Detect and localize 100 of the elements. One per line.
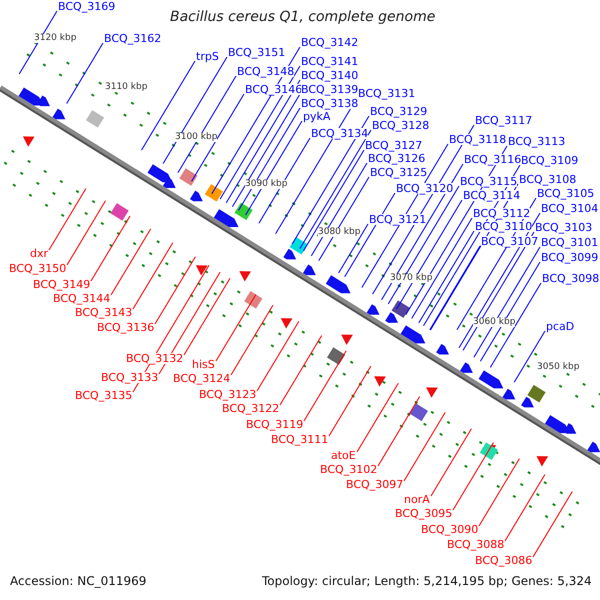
leader-line [344, 192, 396, 278]
gene-label: BCQ_3169 [58, 1, 116, 12]
gene-label: BCQ_3126 [368, 153, 426, 164]
gene-label: BCQ_3162 [104, 33, 162, 44]
gene-label: pykA [303, 111, 330, 122]
map-title: Bacillus cereus Q1, complete genome [170, 10, 436, 24]
gene-label: dxr [30, 248, 48, 259]
leader-line [232, 94, 300, 208]
gene-label: BCQ_3131 [358, 88, 416, 99]
gene-label: BCQ_3142 [301, 37, 358, 48]
leader-line [162, 56, 228, 164]
gene-label: BCQ_3146 [245, 84, 302, 95]
gene-label: BCQ_3151 [228, 47, 286, 58]
gene-label: hisS [192, 359, 215, 370]
leader-line [184, 278, 230, 356]
leader-line [388, 186, 460, 304]
gene-label: BCQ_3110 [475, 221, 532, 232]
leader-line [226, 80, 300, 204]
leader-line [48, 188, 86, 250]
gene-label: BCQ_3086 [475, 555, 532, 566]
leader-line [220, 66, 300, 200]
gene-label: BCQ_3124 [173, 373, 230, 384]
gene-label: BCQ_3129 [370, 106, 428, 117]
gene-label: BCQ_3101 [541, 237, 598, 248]
gene-label: atoE [331, 450, 356, 461]
gene-label: BCQ_3143 [75, 307, 132, 318]
scale-tick-label: 3070 kbp [390, 274, 432, 283]
leader-line [504, 474, 546, 542]
leader-line [478, 458, 520, 526]
gene-label: BCQ_3099 [541, 252, 598, 263]
gene-label: BCQ_3117 [475, 115, 532, 126]
leader-line [411, 218, 472, 319]
leader-line [404, 412, 446, 482]
scale-tick-label: 3090 kbp [245, 180, 288, 189]
gene-label: BCQ_3135 [75, 390, 132, 401]
gene-label: BCQ_3111 [271, 434, 328, 445]
gene-label: BCQ_3132 [126, 353, 184, 364]
scale-tick-label: 3120 kbp [34, 34, 76, 43]
leader-line [302, 150, 364, 252]
leader-line [216, 294, 256, 362]
leader-line [66, 42, 104, 104]
leader-line [452, 442, 494, 510]
leader-line [230, 304, 274, 376]
gene-label: norA [404, 494, 430, 505]
gene-label: BCQ_3134 [311, 128, 368, 139]
gene-label: BCQ_3120 [396, 183, 454, 194]
gene-label: BCQ_3139 [301, 84, 358, 95]
gene-label: BCQ_3122 [222, 403, 280, 414]
gene-label: BCQ_3116 [464, 154, 522, 165]
scale-tick-label: 3060 kbp [473, 318, 516, 327]
leader-line [177, 76, 236, 174]
gene-label: BCQ_3104 [541, 203, 598, 214]
leader-line [418, 230, 474, 324]
gene-label: BCQ_3119 [246, 419, 304, 430]
gene-label: pcaD [546, 321, 574, 332]
gene-label: BCQ_3115 [460, 176, 518, 187]
gene-label: trpS [196, 51, 219, 62]
gene-label: BCQ_3136 [97, 322, 154, 333]
leader-line [141, 60, 196, 151]
leader-line [191, 94, 244, 182]
leader-line [299, 130, 372, 250]
gene-label: BCQ_3123 [199, 389, 256, 400]
gene-label: BCQ_3118 [449, 134, 506, 145]
leader-line [381, 164, 464, 300]
gene-label: BCQ_3105 [537, 188, 594, 199]
leader-line [292, 116, 370, 244]
leader-line [132, 242, 174, 310]
leader-line [318, 176, 370, 262]
leader-line [310, 162, 368, 256]
leader-line [110, 228, 152, 296]
leader-line [458, 212, 540, 348]
leader-line [532, 491, 573, 558]
gene-label: BCQ_3095 [395, 508, 452, 519]
leader-line [490, 282, 542, 368]
gene-label: BCQ_3144 [53, 293, 110, 304]
leader-line [304, 350, 347, 422]
gene-label: BCQ_3102 [320, 464, 378, 475]
gene-label: BCQ_3114 [463, 190, 520, 201]
leader-line [258, 138, 310, 224]
gene-label: BCQ_3088 [447, 539, 504, 550]
leader-line [245, 120, 302, 216]
leader-line [338, 224, 368, 274]
gene-label: BCQ_3107 [481, 236, 538, 247]
gene-label: BCQ_3112 [473, 208, 530, 219]
leader-line [328, 366, 372, 436]
gene-label: BCQ_3125 [370, 167, 428, 178]
gene-label: BCQ_3127 [365, 140, 422, 151]
gene-label: BCQ_3140 [301, 70, 358, 81]
leader-line [480, 262, 540, 362]
leader-line [280, 335, 322, 406]
leader-line [514, 330, 546, 383]
scale-tick-label: 3080 kbp [318, 228, 360, 237]
scale-tick-label: 3050 kbp [537, 363, 580, 372]
gene-label: BCQ_3148 [237, 66, 294, 77]
gene-label: BCQ_3149 [33, 279, 90, 290]
gene-label: BCQ_3138 [301, 98, 358, 109]
leader-line [18, 10, 58, 74]
scale-tick-label: 3110 kbp [105, 83, 148, 92]
gene-label: BCQ_3113 [508, 136, 566, 147]
leader-line [238, 108, 300, 211]
